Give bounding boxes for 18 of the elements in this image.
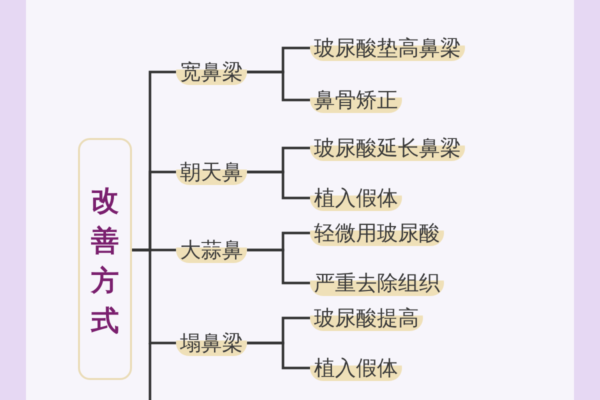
connector-line xyxy=(132,248,176,344)
connector-line xyxy=(247,170,310,200)
highlighted-label: 大蒜鼻 xyxy=(176,237,247,263)
highlighted-label: 玻尿酸提高 xyxy=(310,305,423,331)
highlighted-label: 植入假体 xyxy=(310,355,402,381)
connector-line xyxy=(247,248,310,284)
highlighted-label: 鼻骨矫正 xyxy=(310,87,402,113)
highlighted-label: 轻微用玻尿酸 xyxy=(310,220,444,246)
highlighted-label: 塌鼻梁 xyxy=(176,330,247,356)
connector-line xyxy=(247,70,310,102)
root-box: 改善方式 xyxy=(78,138,132,380)
highlighted-label: 严重去除组织 xyxy=(310,270,444,296)
connector-line xyxy=(247,342,310,370)
highlighted-label: 玻尿酸延长鼻梁 xyxy=(310,135,465,161)
highlighted-label: 朝天鼻 xyxy=(176,159,247,185)
highlighted-label: 植入假体 xyxy=(310,185,402,211)
highlighted-label: 宽鼻梁 xyxy=(176,59,247,85)
highlighted-label: 玻尿酸垫高鼻梁 xyxy=(310,35,465,61)
